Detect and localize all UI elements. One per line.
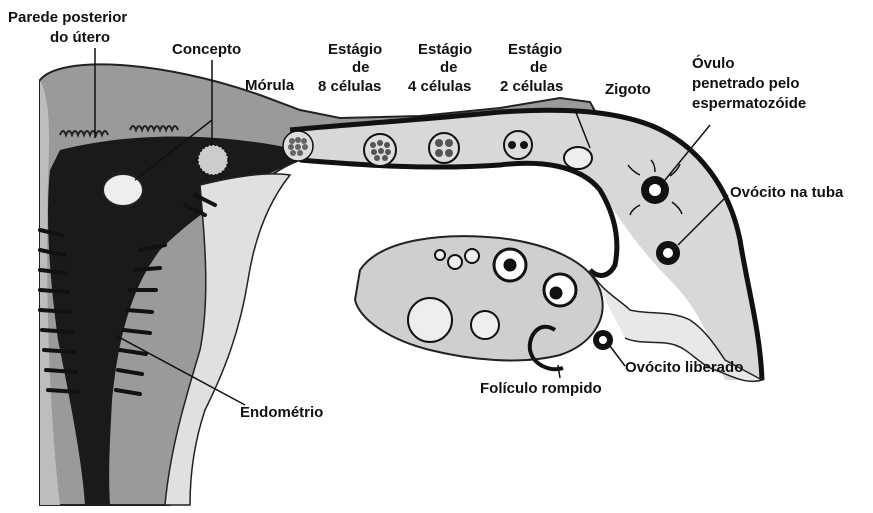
label-ovocito-liberado: Ovócito liberado: [625, 359, 743, 376]
oocyte-in-tube: [656, 241, 680, 265]
zygote: [564, 147, 592, 169]
label-zigoto: Zigoto: [605, 81, 651, 98]
label-ovulo-line3: espermatozóide: [692, 95, 806, 112]
label-foliculo-rompido: Folículo rompido: [480, 380, 602, 397]
morula: [283, 131, 313, 161]
four-cell-stage: [429, 133, 459, 163]
label-ovulo-line2: penetrado pelo: [692, 75, 800, 92]
label-morula: Mórula: [245, 77, 295, 94]
label-estagio4-line1: Estágio: [418, 41, 472, 58]
label-estagio8-line1: Estágio: [328, 41, 382, 58]
label-estagio4-line2: de: [440, 59, 458, 76]
label-ovocito-tuba: Ovócito na tuba: [730, 184, 844, 201]
label-estagio8-line2: de: [352, 59, 370, 76]
label-parede-posterior-line2: do útero: [50, 29, 110, 46]
label-parede-posterior-line1: Parede posterior: [8, 9, 127, 26]
blastocyst: [198, 145, 228, 175]
label-ovulo-line1: Óvulo: [692, 54, 735, 72]
label-endometrio: Endométrio: [240, 404, 323, 421]
two-cell-stage: [504, 131, 532, 159]
label-estagio2-line1: Estágio: [508, 41, 562, 58]
eight-cell-stage: [364, 134, 396, 166]
label-estagio4-line3: 4 células: [408, 78, 471, 95]
label-estagio2-line3: 2 células: [500, 78, 563, 95]
label-concepto: Concepto: [172, 41, 241, 58]
label-estagio8-line3: 8 células: [318, 78, 381, 95]
label-estagio2-line2: de: [530, 59, 548, 76]
